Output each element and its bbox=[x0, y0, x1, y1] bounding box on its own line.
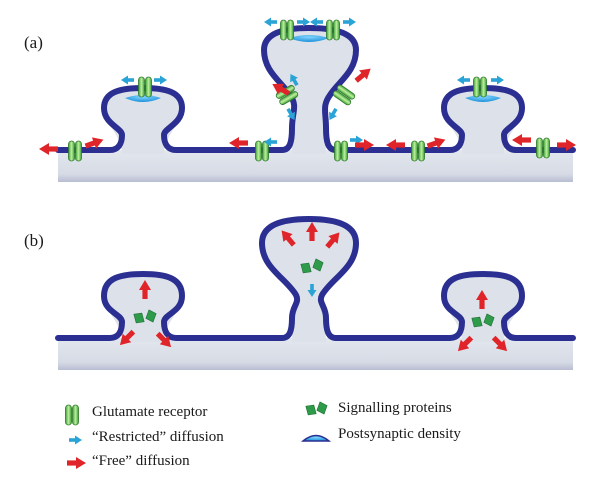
restricted-arrow-a-7 bbox=[457, 75, 470, 85]
psd-a-3 bbox=[465, 95, 501, 102]
panel-b bbox=[55, 216, 576, 370]
membrane-a bbox=[55, 25, 576, 153]
signalling-protein-icon-2 bbox=[316, 401, 328, 415]
spine-b-2 bbox=[262, 219, 356, 342]
dendrite-shaft-a bbox=[58, 150, 573, 182]
dendrite-shaft-b bbox=[58, 338, 573, 370]
restricted-arrow-a-1 bbox=[121, 75, 134, 85]
membrane-b bbox=[55, 216, 576, 341]
glutamate-receptor-icon bbox=[65, 404, 79, 426]
legend bbox=[65, 401, 332, 469]
restricted-arrow-a-6 bbox=[343, 17, 356, 27]
spine-a-2 bbox=[264, 28, 356, 154]
legend-signalling-proteins: Signalling proteins bbox=[338, 400, 452, 416]
legend-restricted-diffusion: “Restricted” diffusion bbox=[92, 429, 224, 445]
signalling-protein-icon-1 bbox=[305, 403, 317, 417]
restricted-arrow-a-2 bbox=[154, 75, 167, 85]
free-diffusion-icon bbox=[67, 457, 86, 469]
restricted-diffusion-icon bbox=[69, 435, 82, 445]
psd-a-1 bbox=[125, 95, 161, 102]
free-arrow-a-5 bbox=[352, 63, 375, 86]
legend-postsynaptic-density: Postsynaptic density bbox=[338, 426, 461, 442]
legend-free-diffusion: “Free” diffusion bbox=[92, 453, 190, 469]
panel-label-b: (b) bbox=[24, 231, 44, 250]
postsynaptic-density-icon bbox=[300, 434, 332, 442]
free-arrow-a-9 bbox=[512, 134, 531, 146]
restricted-arrow-a-8 bbox=[491, 75, 504, 85]
legend-glutamate-receptor: Glutamate receptor bbox=[92, 404, 208, 420]
panel-a bbox=[39, 17, 576, 182]
psd-a-2 bbox=[289, 35, 329, 42]
free-arrow-a-1 bbox=[39, 143, 58, 155]
restricted-arrow-a-3 bbox=[264, 17, 277, 27]
panel-label-a: (a) bbox=[24, 33, 43, 52]
